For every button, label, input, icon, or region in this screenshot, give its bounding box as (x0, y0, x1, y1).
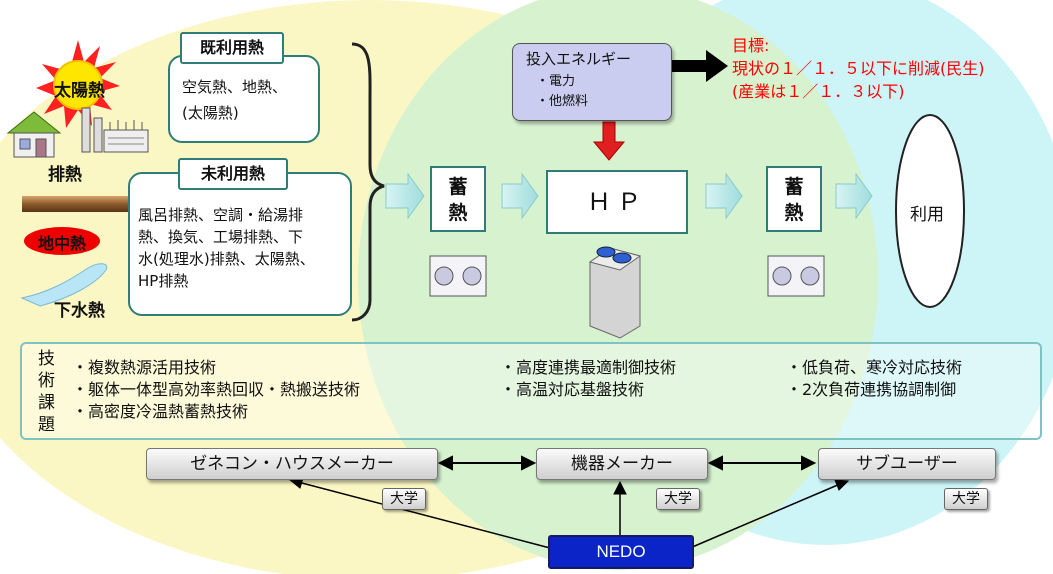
unused-heat-box (128, 172, 352, 316)
energy-down-arrow (592, 121, 626, 161)
brace-icon (351, 42, 385, 322)
input-energy-box (512, 43, 672, 121)
sub-user-label: サブユーザー (856, 454, 958, 474)
storage-box-2-label: 蓄熱 (784, 176, 804, 224)
goal-line-3: (産業は１／１．３以下) (732, 82, 905, 101)
ground-layer-icon (22, 196, 132, 212)
tech-item-1-3: ・高密度冷温熱蓄熱技術 (72, 402, 249, 421)
university-label-2: 大学 (664, 491, 692, 507)
tech-side-4: 題 (38, 415, 55, 435)
university-label-1: 大学 (390, 491, 418, 507)
tech-item-2-1: ・高度連携最適制御技術 (500, 358, 677, 377)
used-heat-box (168, 55, 320, 143)
nedo-label: NEDO (596, 542, 646, 561)
tech-side-2: 術 (38, 371, 55, 391)
flow-arrow-2 (501, 172, 539, 220)
tech-panel (20, 342, 1042, 440)
sewage-stream-icon (20, 263, 108, 307)
unused-heat-title: 未利用熱 (200, 164, 265, 183)
heat-pump-unit-icon (588, 246, 642, 339)
tech-item-1-1: ・複数熱源活用技術 (72, 358, 217, 377)
tech-side-1: 技 (38, 349, 55, 369)
flow-arrow-3 (705, 172, 743, 220)
university-badge-1: 大学 (382, 488, 426, 510)
input-energy-item-1: ・電力 (536, 74, 576, 89)
unused-heat-line-2: 熱、換気、工場排熱、下 (138, 228, 304, 246)
unused-heat-line-1: 風呂排熱、空調・給湯排 (138, 206, 304, 224)
goal-line-1: 目標: (732, 36, 770, 55)
storage-box-1: 蓄熱 (430, 166, 486, 232)
university-badge-2: 大学 (656, 488, 700, 510)
exhaust-heat-label: 排熱 (48, 165, 82, 185)
solar-heat-label: 太陽熱 (54, 81, 105, 101)
tech-item-3-2: ・2次負荷連携協調制御 (786, 380, 957, 399)
used-heat-title-box: 既利用熱 (180, 32, 284, 64)
unused-heat-title-box: 未利用熱 (178, 158, 288, 190)
sub-user-box: サブユーザー (818, 448, 996, 480)
storage-box-2: 蓄熱 (766, 166, 822, 232)
use-ellipse (895, 114, 965, 308)
equipment-maker-label: 機器メーカー (571, 454, 673, 474)
used-heat-line-1: 空気熱、地熱、 (182, 78, 288, 96)
sun-icon (36, 40, 120, 128)
tech-item-2-2: ・高温対応基盤技術 (500, 380, 645, 399)
house-icon (6, 111, 62, 158)
used-heat-title: 既利用熱 (199, 38, 264, 57)
flow-arrow-4 (835, 172, 873, 220)
storage-unit-icon-1 (429, 255, 487, 297)
factory-icon (81, 107, 149, 153)
tech-side-3: 課 (38, 393, 55, 413)
input-energy-item-2: ・他燃料 (536, 94, 589, 109)
used-heat-line-2: (太陽熱) (182, 104, 239, 122)
hp-box: ＨＰ (546, 170, 688, 234)
general-contractor-label: ゼネコン・ハウスメーカー (190, 454, 394, 474)
tech-item-3-1: ・低負荷、寒冷対応技術 (786, 358, 963, 377)
unused-heat-line-3: 水(処理水)排熱、太陽熱、 (138, 250, 315, 268)
general-contractor-box: ゼネコン・ハウスメーカー (146, 448, 438, 480)
university-badge-3: 大学 (944, 488, 988, 510)
university-label-3: 大学 (952, 491, 980, 507)
unused-heat-line-4: HP排熱 (138, 272, 189, 290)
hp-label: ＨＰ (587, 188, 647, 216)
ground-heat-label: 地中熱 (38, 234, 87, 253)
equipment-maker-box: 機器メーカー (536, 448, 708, 480)
use-label: 利用 (910, 205, 944, 225)
flow-arrow-1 (385, 172, 425, 220)
input-energy-title: 投入エネルギー (526, 50, 632, 68)
storage-unit-icon-2 (767, 255, 825, 297)
sewage-heat-label: 下水熱 (54, 301, 105, 321)
goal-arrow (672, 50, 728, 82)
nedo-box: NEDO (548, 535, 694, 569)
goal-line-2: 現状の１／１．５以下に削減(民生) (732, 59, 985, 78)
actor-arrows (288, 455, 850, 549)
ground-heat-badge (24, 227, 100, 255)
storage-box-1-label: 蓄熱 (448, 176, 468, 224)
tech-item-1-2: ・躯体一体型高効率熱回収・熱搬送技術 (72, 380, 361, 399)
